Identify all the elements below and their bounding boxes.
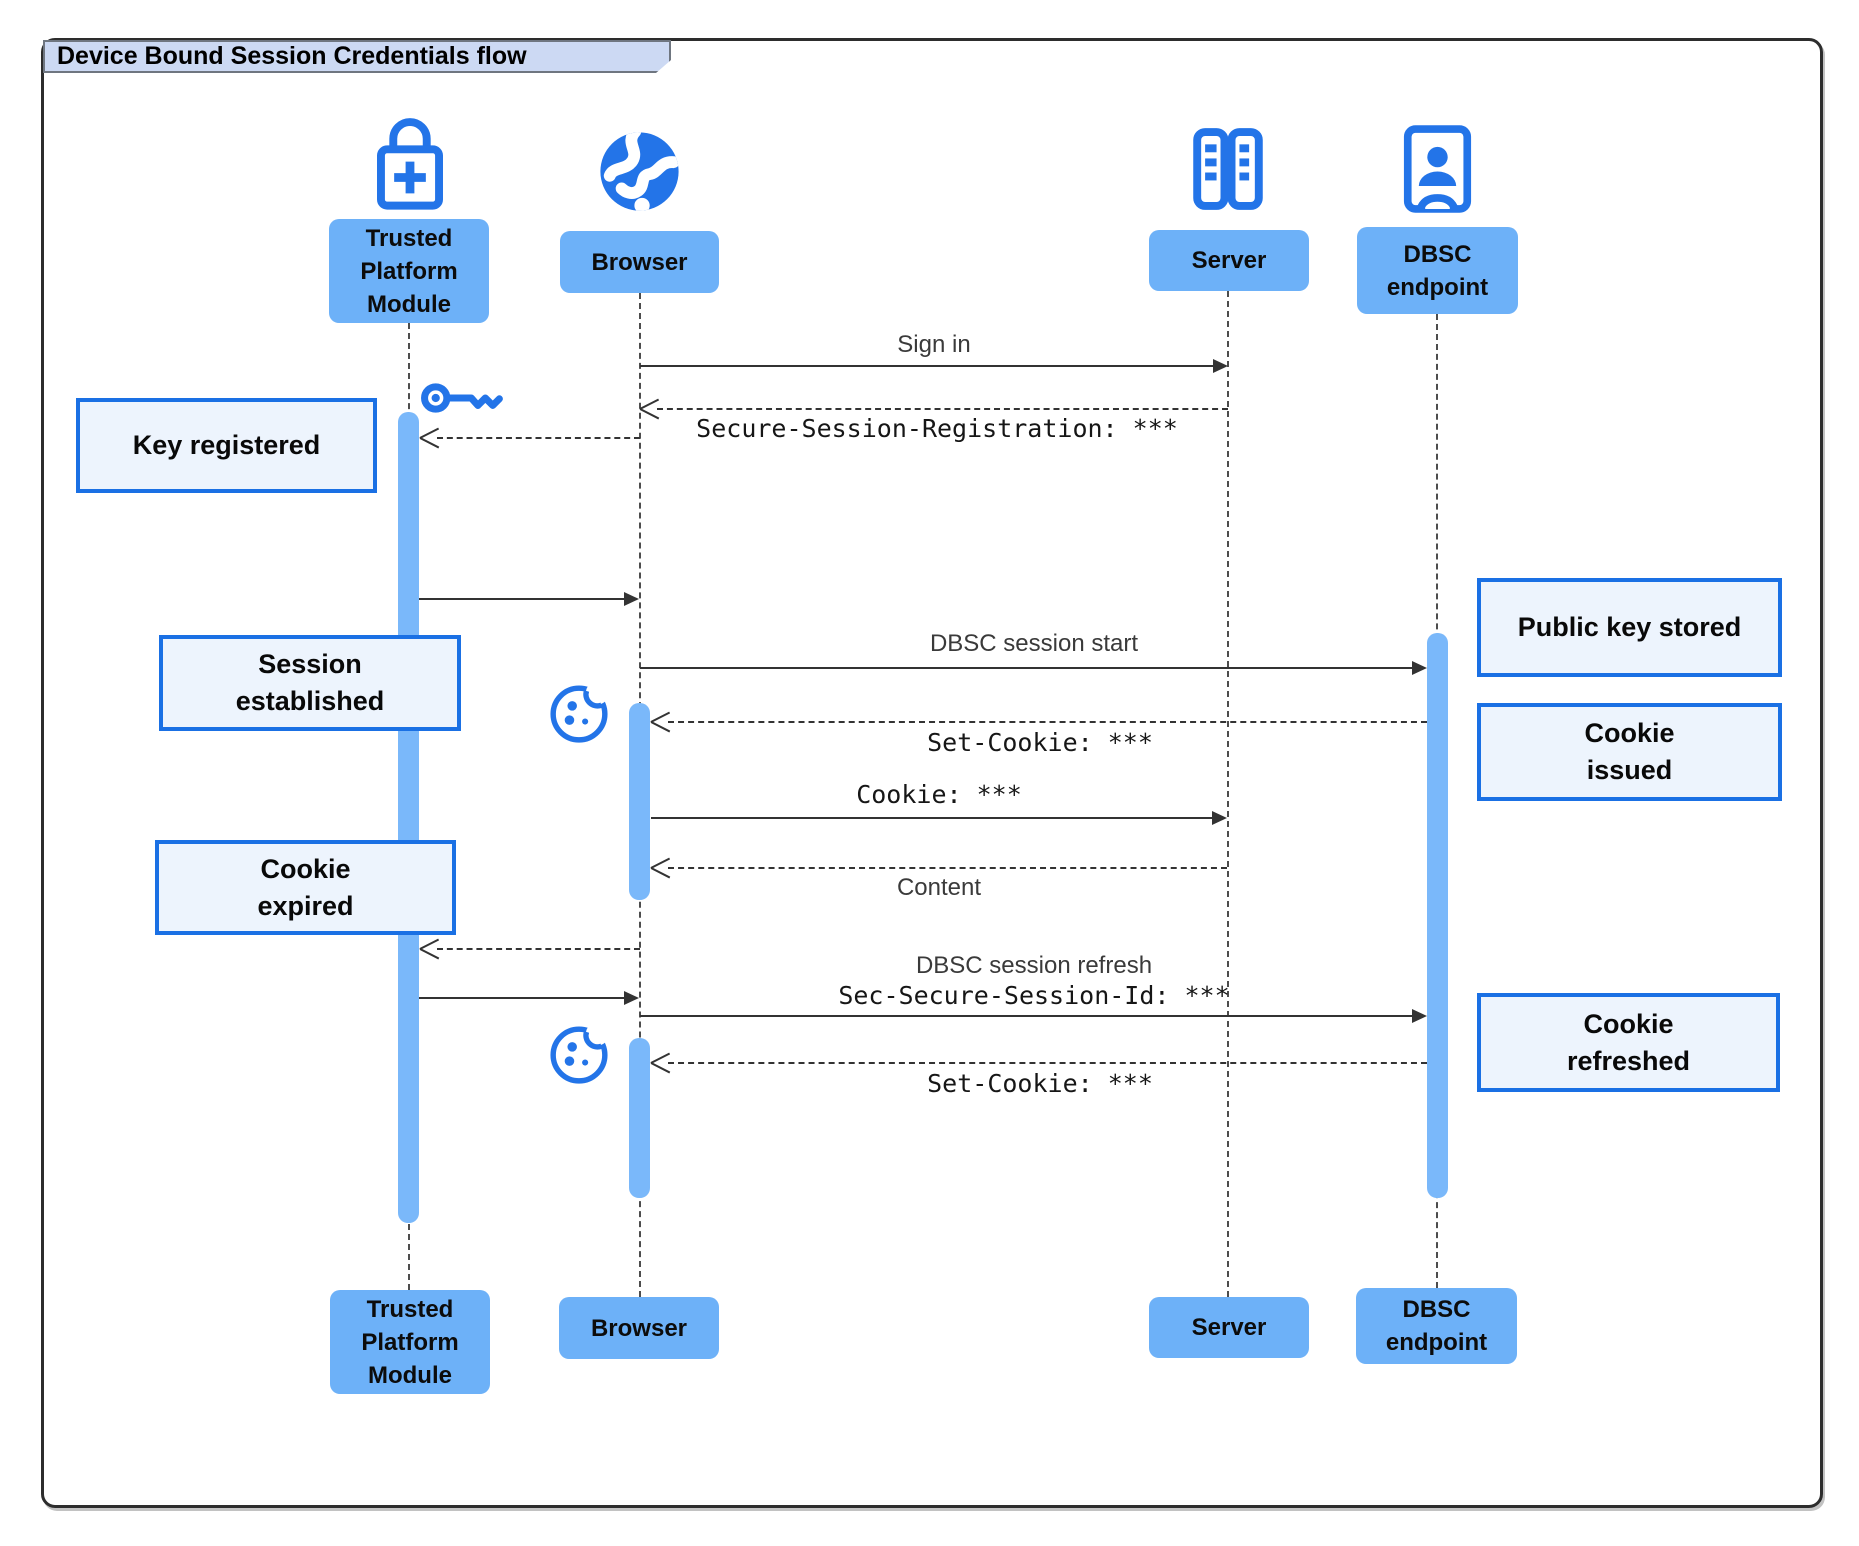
actor-tpm-top: Trusted Platform Module [329, 219, 489, 323]
dbsc-activation-bar [1427, 633, 1448, 1198]
actor-browser-bottom: Browser [559, 1297, 719, 1359]
message-sign-in-line [640, 365, 1214, 367]
message-tpm-to-browser-line-2 [419, 997, 626, 999]
actor-server-top: Server [1149, 230, 1309, 291]
message-set-cookie-2-label: Set-Cookie: *** [927, 1069, 1153, 1098]
message-dbsc-start-line [640, 667, 1414, 669]
actor-tpm-bottom: Trusted Platform Module [330, 1290, 490, 1394]
message-cookie-line [651, 817, 1213, 819]
diagram-title-tab: Device Bound Session Credentials flow [43, 40, 671, 73]
message-registration-label: Secure-Session-Registration: *** [696, 414, 1178, 443]
message-cookie-label: Cookie: *** [856, 780, 1022, 809]
message-set-cookie-2-line [668, 1062, 1427, 1064]
browser-activation-bar-1 [629, 703, 650, 900]
message-dbsc-refresh-label: DBSC session refresh [915, 952, 1153, 979]
message-dbsc-start-label: DBSC session start [929, 630, 1139, 657]
note-key-registered-text: Key registered [132, 430, 321, 460]
actor-server-bottom-label: Server [1191, 1314, 1267, 1341]
note-key-registered: Key registered [76, 398, 377, 493]
message-tpm-to-browser-line-1 [419, 598, 626, 600]
note-session-established: Session established [159, 635, 461, 731]
message-set-cookie-1-line [668, 721, 1427, 723]
note-cookie-issued: Cookie issued [1477, 703, 1782, 801]
note-public-key-stored-text: Public key stored [1517, 612, 1742, 642]
message-set-cookie-1-label: Set-Cookie: *** [927, 728, 1153, 757]
browser-activation-bar-2 [629, 1038, 650, 1198]
globe-icon [597, 129, 682, 214]
server-racks-icon [1184, 125, 1272, 213]
message-content-line [668, 867, 1227, 869]
message-key-return-line [437, 437, 640, 439]
note-cookie-expired-text: Cookie expired [257, 853, 354, 921]
tpm-activation-bar [398, 412, 419, 1223]
arrowhead-cookie [1212, 811, 1227, 825]
key-icon [420, 376, 506, 420]
message-content-label: Content [896, 874, 982, 901]
diagram-title: Device Bound Session Credentials flow [57, 42, 527, 70]
cookie-icon-1 [545, 678, 613, 746]
actor-browser-top: Browser [560, 231, 719, 293]
arrowhead-sign-in [1213, 359, 1228, 373]
message-tpm-request-line [437, 948, 640, 950]
server-lifeline [1227, 291, 1229, 1297]
actor-server-bottom: Server [1149, 1297, 1309, 1358]
actor-server-label: Server [1191, 247, 1267, 274]
lock-plus-icon [366, 101, 454, 217]
message-sign-in-label: Sign in [897, 331, 971, 358]
cookie-icon-2 [545, 1019, 613, 1087]
actor-dbsc-bottom: DBSC endpoint [1356, 1288, 1517, 1364]
actor-browser-label: Browser [591, 248, 688, 276]
message-dbsc-refresh-line [640, 1015, 1414, 1017]
actor-dbsc-label: DBSC endpoint [1386, 240, 1489, 301]
note-cookie-refreshed: Cookie refreshed [1477, 993, 1780, 1092]
actor-tpm-bottom-label: Trusted Platform Module [361, 1295, 459, 1389]
note-session-established-text: Session established [235, 649, 385, 716]
message-session-id-label: Sec-Secure-Session-Id: *** [838, 981, 1230, 1010]
arrowhead-tpm-to-browser-1 [624, 592, 639, 606]
arrowhead-dbsc-refresh [1412, 1009, 1427, 1023]
arrowhead-tpm-to-browser-2 [624, 991, 639, 1005]
actor-dbsc-top: DBSC endpoint [1357, 227, 1518, 314]
note-cookie-refreshed-text: Cookie refreshed [1566, 1008, 1691, 1076]
message-registration-line [657, 408, 1228, 410]
note-public-key-stored: Public key stored [1477, 578, 1782, 677]
endpoint-person-icon [1395, 123, 1480, 215]
arrowhead-dbsc-start [1412, 661, 1427, 675]
note-cookie-issued-text: Cookie issued [1584, 718, 1675, 785]
actor-browser-bottom-label: Browser [590, 1314, 688, 1342]
diagram-frame [41, 38, 1823, 1508]
actor-dbsc-bottom-label: DBSC endpoint [1385, 1296, 1488, 1356]
actor-tpm-label: Trusted Platform Module [360, 224, 458, 318]
note-cookie-expired: Cookie expired [155, 840, 456, 935]
